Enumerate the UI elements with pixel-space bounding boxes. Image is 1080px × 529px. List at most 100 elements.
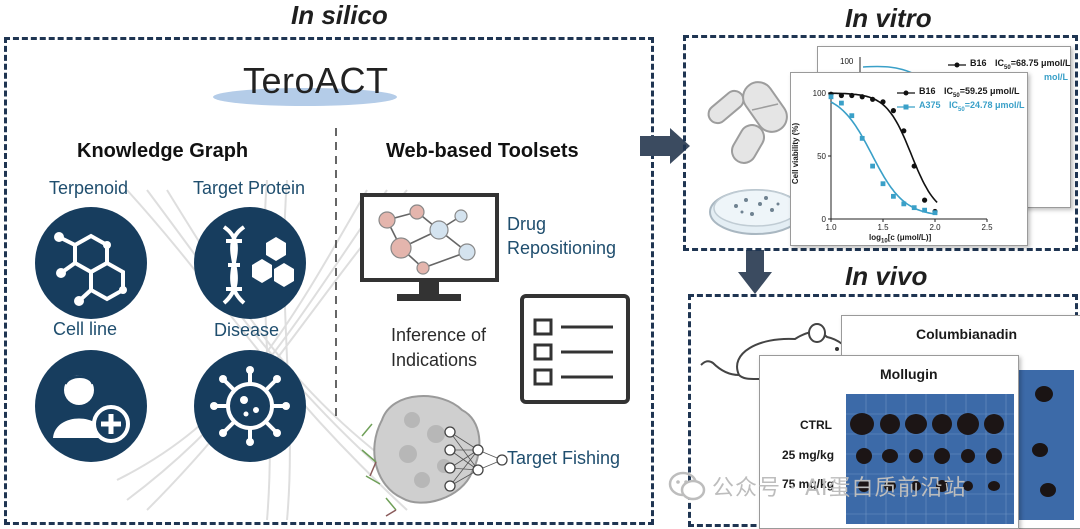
inference-line2: Indications	[391, 350, 478, 370]
mollugin-card: Mollugin CTRL 25 mg/kg 75 mg/kg	[759, 355, 1019, 529]
arrow-right	[640, 128, 690, 164]
x-tick-label: 1.0	[825, 223, 837, 232]
data-point-a375	[870, 163, 875, 169]
x-tick-label: 2.5	[981, 223, 993, 232]
data-point-a375	[859, 135, 865, 141]
logo-glow	[213, 88, 397, 106]
legend-b16-name: B16	[919, 86, 936, 96]
back-legend-marker-b16	[948, 62, 966, 68]
in-vitro-title: In vitro	[845, 3, 932, 33]
back-legend-b16: B16 IC50=68.75 μmol/L	[970, 58, 1071, 71]
disease-node	[194, 350, 306, 462]
ic50-chart: 1.0 1.5 2.0 2.5 0 50 100	[813, 89, 993, 232]
back-chart-tick: 100	[840, 57, 854, 66]
virus-icon	[210, 366, 290, 446]
drug-repositioning-line2: Repositioning	[507, 238, 617, 258]
chart-xlabel-log: log	[869, 233, 881, 242]
row-label-25: 25 mg/kg	[782, 448, 835, 462]
pills-icon	[707, 81, 788, 164]
data-point-b16	[890, 108, 896, 114]
cell-line-label: Cell line	[53, 319, 118, 339]
mollugin-title: Mollugin	[880, 366, 938, 382]
chart-xlabel-unit: [c (μmol/L)]	[887, 233, 932, 242]
petri-dish-icon	[709, 189, 803, 235]
chart-ylabel: Cell viability (%)	[791, 122, 801, 185]
in-vivo-title: In vivo	[845, 261, 928, 291]
y-tick-label: 100	[813, 89, 827, 98]
back-legend-b16-name: B16	[970, 58, 987, 68]
data-point-b16	[870, 96, 876, 102]
section-divider	[335, 128, 337, 418]
legend-b16-sub: 50	[953, 92, 960, 99]
terpenoid-label: Terpenoid	[49, 178, 129, 198]
disease-label: Disease	[214, 320, 280, 340]
legend-b16: B16 IC50=59.25 μmol/L	[919, 86, 1020, 99]
legend-a375-sub: 50	[958, 106, 965, 113]
knowledge-graph-heading: Knowledge Graph	[77, 140, 249, 162]
dna-icon	[222, 225, 294, 305]
row-label-ctrl: CTRL	[800, 418, 832, 432]
back-legend-b16-value: =68.75 μmol/L	[1010, 58, 1071, 68]
legend-b16-value: =59.25 μmol/L	[959, 86, 1020, 96]
y-tick-label: 0	[822, 215, 827, 224]
protein-network-icon	[361, 395, 508, 517]
legend-marker-b16	[897, 90, 915, 96]
mollugin-tumors	[846, 394, 1014, 524]
chart-xlabel: log10[c (μmol/L)]	[869, 233, 931, 245]
checklist-icon	[520, 294, 630, 404]
molecule-icon	[54, 232, 127, 306]
person-plus-icon	[53, 375, 130, 443]
x-tick-label: 2.0	[929, 223, 941, 232]
series-line-b16	[831, 92, 938, 203]
row-label-75: 75 mg/kg	[782, 477, 835, 491]
toolsets-heading: Web-based Toolsets	[386, 140, 579, 162]
cell-line-node	[35, 350, 147, 462]
data-point-b16	[849, 92, 855, 99]
data-point-b16	[838, 92, 844, 99]
data-point-a375	[880, 181, 886, 187]
data-point-b16	[859, 94, 865, 100]
legend-a375-ic: IC	[949, 100, 959, 110]
data-point-b16	[880, 99, 886, 105]
target-protein-node	[194, 207, 306, 319]
legend-a375: A375 IC50=24.78 μmol/L	[919, 100, 1025, 113]
legend-a375-name: A375	[919, 100, 941, 110]
x-tick-label: 1.5	[877, 223, 889, 232]
columbianadin-title: Columbianadin	[916, 326, 1018, 342]
data-point-b16	[922, 197, 928, 203]
arrow-down	[738, 250, 772, 294]
columbianadin-photo	[1014, 370, 1074, 520]
wechat-icon	[668, 471, 706, 501]
back-legend-a375-fragment: mol/L	[1044, 72, 1068, 82]
in-vivo-panel: Columbianadin Mollugin CTRL 25 mg/kg 75 …	[688, 294, 1080, 529]
legend-a375-value: =24.78 μmol/L	[964, 100, 1025, 110]
front-chart-card: 1.0 1.5 2.0 2.5 0 50 100 Cell viability (%) lo…	[790, 72, 1028, 246]
target-fishing-label: Target Fishing	[507, 448, 621, 468]
drug-repositioning-label: Drug Repositioning	[507, 212, 616, 260]
inference-line1: Inference of	[391, 325, 487, 345]
data-point-a375	[828, 94, 834, 100]
data-point-a375	[891, 193, 896, 199]
chart-xlabel-sub: 10	[881, 238, 888, 245]
mollugin-photo	[846, 394, 1014, 524]
monitor-network-icon	[360, 193, 499, 301]
data-point-a375	[849, 113, 855, 119]
terpenoid-node	[35, 207, 147, 319]
in-silico-panel: TeroACT Knowledge Graph Terpenoid Target…	[4, 37, 654, 525]
data-point-a375	[839, 100, 844, 106]
legend-marker-a375	[897, 104, 915, 110]
in-silico-title: In silico	[291, 0, 388, 30]
watermark: 公众号 · AI蛋白质前沿站	[668, 470, 967, 502]
back-legend-b16-sub: 50	[1004, 64, 1011, 71]
data-point-a375	[911, 205, 917, 211]
series-line-a375	[830, 101, 938, 216]
drug-repositioning-line1: Drug	[507, 214, 547, 234]
inference-label: Inference of Indications	[391, 323, 486, 373]
back-legend-b16-ic: IC	[995, 58, 1005, 68]
data-point-a375	[901, 201, 907, 207]
data-point-a375	[922, 207, 927, 213]
columbianadin-tumors	[1032, 386, 1056, 497]
watermark-text: 公众号 · AI蛋白质前沿站	[712, 476, 967, 501]
y-tick-label: 50	[817, 152, 826, 161]
